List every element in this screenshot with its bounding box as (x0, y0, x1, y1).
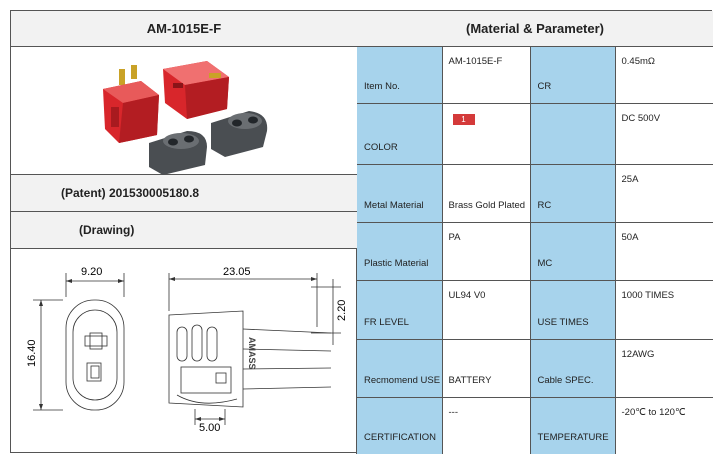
table-row: FR LEVEL UL94 V0 USE TIMES 1000 TIMES (357, 280, 713, 340)
label-item-no: Item No. (364, 81, 400, 93)
label-color: COLOR (364, 142, 398, 154)
label-cr: CR (537, 81, 552, 93)
connector-illustration (103, 60, 268, 175)
label-cable-spec: Cable SPEC. (537, 374, 594, 386)
technical-drawing: 9.20 16.40 23.05 2.20 5.00 AMASS (11, 249, 357, 454)
value-cable-spec: 12AWG (621, 348, 655, 360)
table-row: COLOR 1 DC 500V (357, 103, 713, 166)
model-title: AM-1015E-F (11, 11, 357, 47)
dimension-drawing: 9.20 16.40 23.05 2.20 5.00 AMASS (26, 266, 348, 434)
label-metal-material: Metal Material (364, 200, 424, 212)
value-metal-material: Brass Gold Plated (448, 200, 526, 212)
value-use-times: 1000 TIMES (621, 290, 675, 302)
dim-width: 9.20 (81, 266, 102, 278)
label-certification: CERTIFICATION (364, 432, 436, 443)
value-item-no: AM-1015E-F (448, 56, 503, 67)
value-fr-level: UL94 V0 (448, 290, 486, 302)
value-cr: 0.45mΩ (621, 56, 656, 67)
table-row: Recmomend USE BATTERY Cable SPEC. 12AWG (357, 338, 713, 398)
label-plastic-material: Plastic Material (364, 258, 429, 270)
table-row: Plastic Material PA MC 50A (357, 222, 713, 282)
parameter-panel: (Material & Parameter) Item No. AM-1015E… (357, 11, 713, 454)
label-mc: MC (537, 258, 553, 270)
parameter-title: (Material & Parameter) (357, 11, 713, 47)
value-voltage: DC 500V (621, 113, 661, 125)
dim-offset: 2.20 (336, 300, 348, 321)
grey-boot-back (211, 110, 268, 157)
value-certification: --- (448, 406, 459, 418)
label-use-times: USE TIMES (537, 316, 589, 328)
grey-boot-front (149, 130, 207, 175)
drawing-label: (Drawing) (11, 212, 357, 249)
red-connector-large (163, 60, 229, 119)
dim-height: 16.40 (26, 339, 38, 367)
value-temperature: -20℃ to 120℃ (621, 406, 686, 418)
brand-embossing: AMASS (247, 337, 257, 370)
patent-number: (Patent) 201530005180.8 (11, 175, 357, 212)
label-fr-level: FR LEVEL (364, 316, 409, 328)
parameter-table: Item No. AM-1015E-F CR 0.45mΩ COLOR 1 DC… (357, 47, 713, 454)
value-plastic-material: PA (448, 232, 461, 244)
table-row: CERTIFICATION --- TEMPERATURE -20℃ to 12… (357, 396, 713, 454)
label-rc: RC (537, 200, 552, 212)
table-row: Item No. AM-1015E-F CR 0.45mΩ (357, 47, 713, 105)
value-recommend-use: BATTERY (448, 374, 492, 386)
dim-length: 23.05 (223, 266, 251, 278)
dim-pin: 5.00 (199, 422, 220, 434)
spec-sheet: AM-1015E-F (10, 10, 713, 454)
front-view-outline (65, 299, 125, 411)
product-photo (11, 47, 357, 175)
label-recommend-use: Recmomend USE (364, 374, 441, 386)
product-panel: AM-1015E-F (11, 11, 357, 454)
value-rc: 25A (621, 174, 639, 186)
label-temperature: TEMPERATURE (537, 432, 609, 443)
color-swatch-red: 1 (452, 114, 475, 126)
table-row: Metal Material Brass Gold Plated RC 25A (357, 164, 713, 224)
red-connector-small (103, 64, 159, 143)
value-mc: 50A (621, 232, 639, 244)
side-view-outline (168, 310, 244, 408)
